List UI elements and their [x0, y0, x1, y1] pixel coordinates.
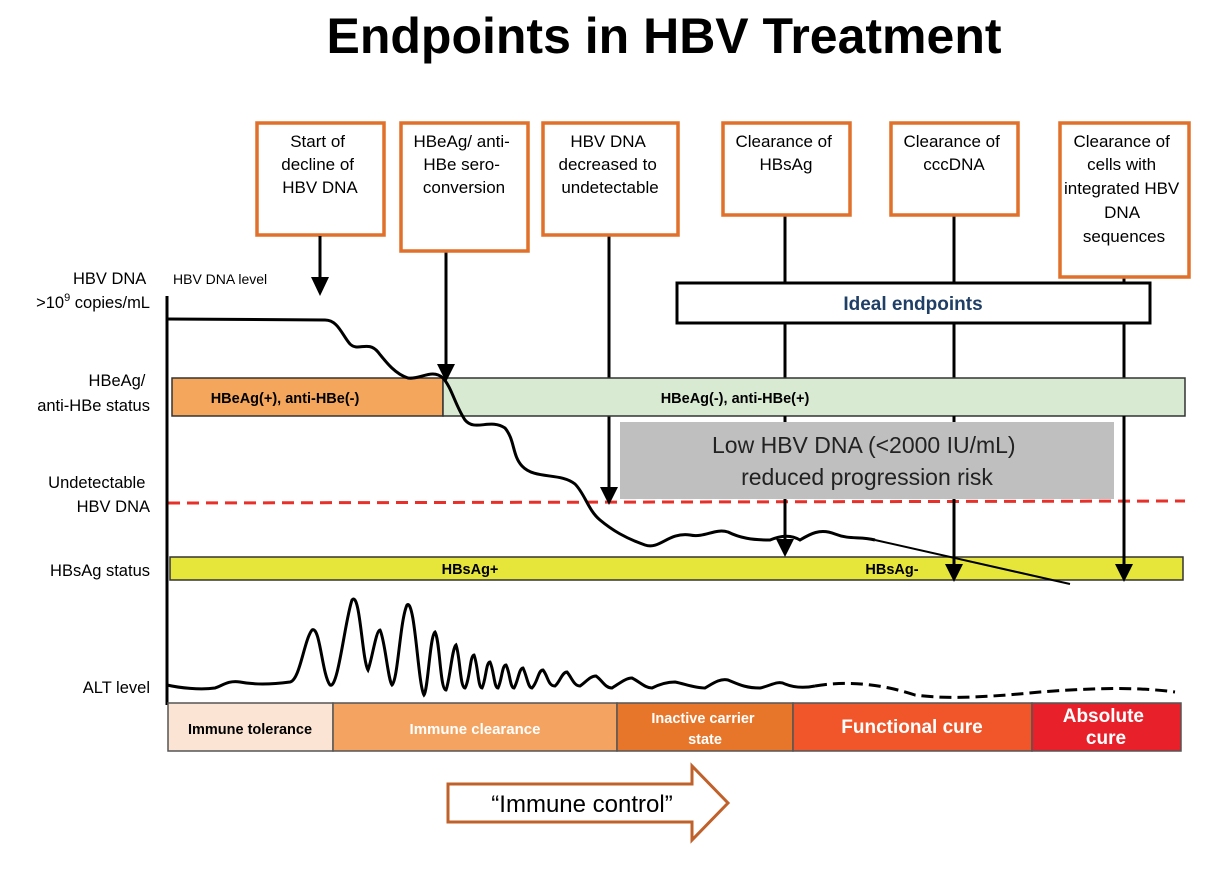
- row-label-hbeag-status: HBeAg/ anti-HBe status: [37, 372, 150, 415]
- svg-text:Immune clearance: Immune clearance: [410, 721, 541, 738]
- svg-text:Clearance of HBsAg: Clearance of HBsAg: [735, 132, 836, 174]
- endpoint-arrowheads: [437, 364, 1133, 582]
- svg-text:HBV DNA decreased to: HBV DNA decreased to undetectable: [558, 132, 661, 197]
- phase-inactive-carrier: Inactive carrier state: [616, 702, 794, 752]
- svg-text:HBsAg+: HBsAg+: [442, 562, 499, 578]
- phase-absolute-cure: Absolute cure: [1031, 702, 1182, 752]
- row-label-undetectable: Undetectable HBV DNA: [48, 474, 150, 516]
- ideal-endpoints-box: Ideal endpoints: [675, 281, 1152, 325]
- svg-text:HBeAg(-), anti-HBe(+): HBeAg(-), anti-HBe(+): [661, 391, 810, 407]
- svg-text:Absolute cure: Absolute cure: [1063, 706, 1150, 749]
- immune-control-arrow: “Immune control”: [446, 762, 731, 844]
- phase-immune-tolerance: Immune tolerance: [167, 702, 334, 752]
- hbv-dna-projection: [874, 539, 1071, 585]
- low-hbv-dna-box: Low HBV DNA (<2000 IU/mL) reduced progre…: [620, 422, 1114, 499]
- svg-text:Ideal endpoints: Ideal endpoints: [843, 294, 982, 315]
- svg-text:Inactive carrier state: Inactive carrier state: [651, 711, 758, 748]
- svg-text:Start of decline of: Start of decline of HBV DNA: [281, 132, 359, 197]
- endpoint-box-4: Clearance of HBsAg: [721, 121, 852, 217]
- undetectable-threshold-line: [167, 499, 1186, 505]
- hbsag-status-bar: HBsAg+ HBsAg-: [169, 556, 1184, 581]
- svg-text:HBsAg-: HBsAg-: [865, 562, 918, 578]
- svg-text:Immune tolerance: Immune tolerance: [188, 722, 312, 738]
- endpoint-box-5: Clearance of cccDNA: [889, 121, 1020, 217]
- svg-text:“Immune control”: “Immune control”: [491, 791, 672, 818]
- phase-immune-clearance: Immune clearance: [332, 702, 618, 752]
- endpoint-box-2: HBeAg/ anti- HBe sero- conversion: [399, 121, 530, 253]
- arrow-start-decline: [311, 236, 329, 296]
- row-label-hbsag-status: HBsAg status: [50, 562, 150, 580]
- hbeag-negative-bar: HBeAg(-), anti-HBe(+): [442, 377, 1186, 417]
- svg-text:HBeAg/ anti- HBe sero-: HBeAg/ anti- HBe sero- conversion: [413, 132, 514, 197]
- svg-text:Functional cure: Functional cure: [841, 717, 982, 738]
- svg-text:HBeAg(+), anti-HBe(-): HBeAg(+), anti-HBe(-): [211, 391, 360, 407]
- page-title: Endpoints in HBV Treatment: [326, 8, 1001, 64]
- endpoint-box-1: Start of decline of HBV DNA: [255, 121, 386, 237]
- endpoint-box-6: Clearance of cells with integrated HBV D…: [1058, 121, 1191, 279]
- hbeag-positive-bar: HBeAg(+), anti-HBe(-): [171, 377, 444, 417]
- phase-functional-cure: Functional cure: [792, 702, 1033, 752]
- hbv-dna-curve: [166, 317, 876, 548]
- alt-level-curve: [166, 597, 816, 698]
- svg-text:Clearance of cells with: Clearance of cells with integrated HBV D…: [1064, 132, 1184, 246]
- svg-text:Low HBV DNA (<2000 IU/mL): Low HBV DNA (<2000 IU/mL) reduced progre…: [712, 432, 1022, 490]
- endpoint-box-3: HBV DNA decreased to undetectable: [541, 121, 680, 237]
- alt-level-projection: [814, 681, 1176, 699]
- svg-text:Clearance of cccDNA: Clearance of cccDNA: [903, 132, 1004, 174]
- hbv-dna-level-label: HBV DNA level: [173, 271, 267, 287]
- row-label-alt-level: ALT level: [83, 679, 150, 697]
- row-label-hbv-dna: HBV DNA >109 copies/mL: [36, 270, 150, 312]
